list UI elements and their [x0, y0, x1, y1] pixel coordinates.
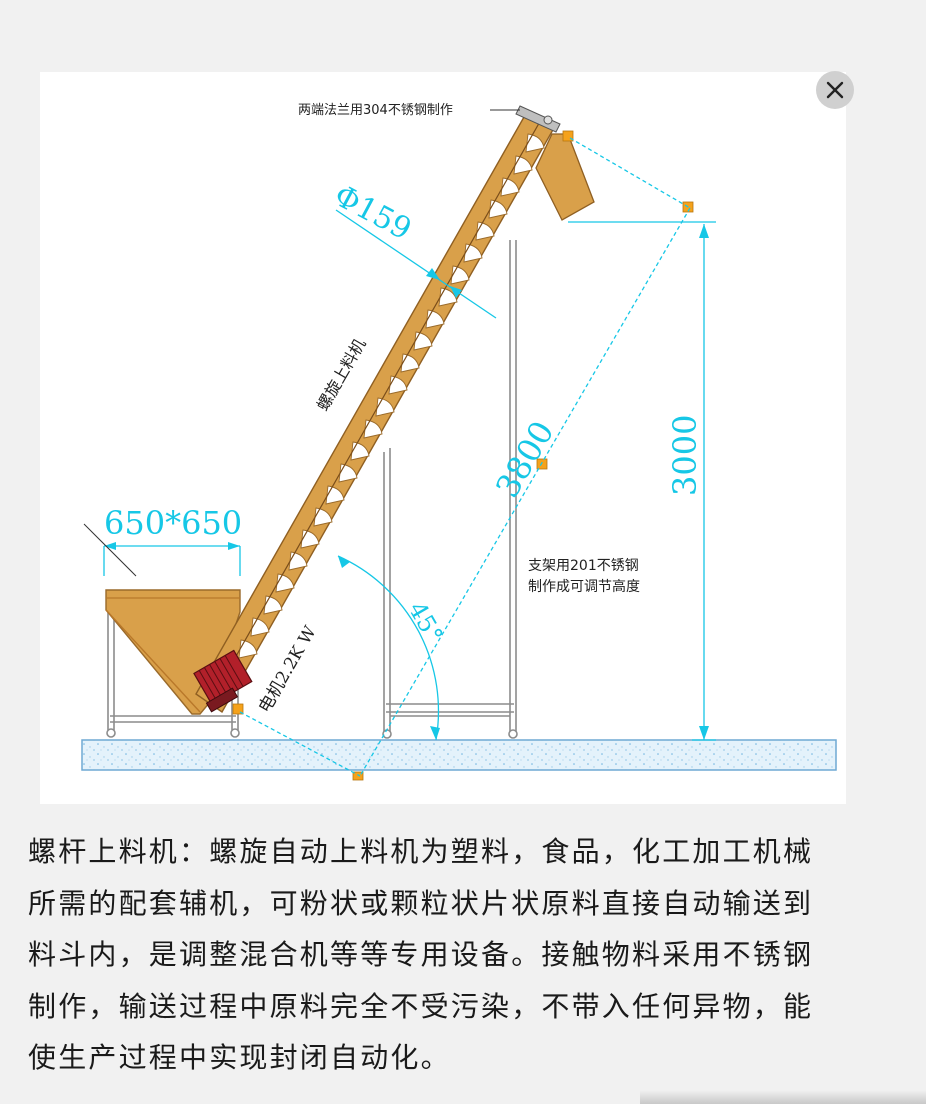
product-description: 螺杆上料机：螺旋自动上料机为塑料，食品，化工加工机械 所需的配套辅机，可粉状或颗… [28, 826, 908, 1084]
flange-note: 两端法兰用304不锈钢制作 [298, 103, 453, 118]
length-label: 3800 [488, 414, 562, 504]
machine-label: 螺旋上料机 [313, 335, 369, 414]
description-line: 使生产过程中实现封闭自动化。 [28, 1041, 451, 1074]
description-line: 制作，输送过程中原料完全不受污染，不带入任何异物，能 [28, 989, 814, 1023]
dimension-lines [103, 137, 716, 777]
close-icon [826, 81, 844, 99]
support-frame [382, 240, 518, 739]
description-line: 料斗内，是调整混合机等等专用设备。接触物料采用不锈钢 [28, 938, 814, 971]
drawing-canvas: 两端法兰用304不锈钢制作 Φ159 螺旋上料机 3800 3000 650*6… [81, 103, 837, 781]
motor [193, 649, 253, 713]
hopper-size-label: 650*650 [104, 504, 242, 542]
description-line: 螺杆上料机：螺旋自动上料机为塑料，食品，化工加工机械 [28, 835, 814, 868]
floor [81, 739, 837, 771]
description-line: 所需的配套辅机，可粉状或颗粒状片状原料直接自动输送到 [28, 886, 814, 920]
conveyor-drawing: 两端法兰用304不锈钢制作 Φ159 螺旋上料机 3800 3000 650*6… [40, 72, 846, 804]
bottom-edge-shadow [640, 1090, 926, 1104]
height-label: 3000 [666, 415, 704, 496]
leader-lines [83, 109, 520, 577]
frame-note-line1: 支架用201不锈钢 [528, 558, 639, 574]
angle-label: 45° [403, 597, 449, 648]
frame-note-line2: 制作成可调节高度 [528, 578, 640, 595]
close-button[interactable] [816, 71, 854, 109]
diameter-label: Φ159 [328, 178, 417, 247]
screw-conveyor [195, 105, 561, 714]
